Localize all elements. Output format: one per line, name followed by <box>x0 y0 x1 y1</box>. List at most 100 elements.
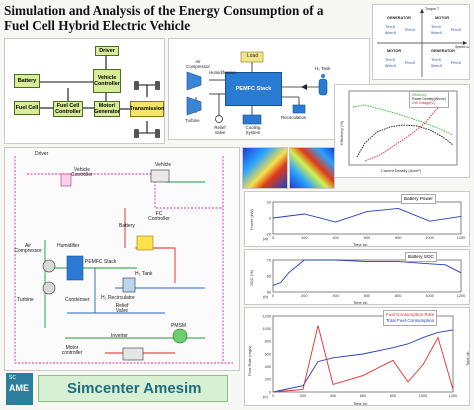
battery-block: Battery <box>14 74 40 88</box>
x-tick-label: 1000 <box>425 294 433 298</box>
compressor-symbol <box>186 71 202 91</box>
fuel-cell-block: Fuel Cell <box>14 101 40 115</box>
x-tick-label: 400 <box>332 294 338 298</box>
cooling-system-label: Cooling System <box>245 125 261 135</box>
plot-frame <box>272 259 462 293</box>
series-line <box>272 259 462 287</box>
amesim-schematic-panel: Driver Vehicle Controller Vehicle FC Con… <box>4 147 240 371</box>
quadrant-tl-speed: Wm>0 <box>385 31 397 35</box>
plot-frame <box>272 315 454 393</box>
y-tick-label: 0 <box>269 390 271 394</box>
fuel-panel-label: (c) <box>263 394 268 399</box>
amesim-wiring <box>14 156 233 364</box>
polarization-ylabel: Efficiency (%) <box>339 120 344 145</box>
cell-voltage-curve <box>364 100 446 162</box>
legend-power-density: Power Density(W/cm²) <box>412 97 446 102</box>
pemfc-stack-block: PEMFC Stack <box>225 72 282 106</box>
relief-valve-label: Relief Valve <box>214 125 226 135</box>
y-tick-label: 200 <box>265 378 271 382</box>
vehicle-controller-block: Vehicle Controller <box>93 69 121 93</box>
quadrant-tr-speed: Wm>0 <box>431 31 443 35</box>
battery-soc-xlabel: Time (s) <box>353 300 368 305</box>
quadrant-br-torque: Tm>0 <box>431 58 441 62</box>
polarization-panel: Efficiency Power Density(W/cm²) Cell Vol… <box>334 84 470 178</box>
quadrant-x-label: Speed ω <box>455 45 470 49</box>
y-tick-label: 70 <box>267 258 271 262</box>
fuel-ylabel-left: Flow Rate (mg/s) <box>247 345 252 376</box>
battery-soc-legend: Battery SOC <box>405 252 437 262</box>
block-diagram-wires <box>40 56 160 138</box>
simcenter-brand: SC AME Simcenter Amesim <box>6 373 228 405</box>
x-tick-label: 800 <box>390 394 396 398</box>
x-tick-label: 1000 <box>419 394 427 398</box>
turbine-label: Turbine <box>185 118 200 123</box>
amesim-turbine-label: Turbine <box>17 297 34 303</box>
quadrant-tl-power: Pm<0 <box>405 28 416 32</box>
quadrant-tl-torque: Tm<0 <box>385 25 395 29</box>
battery-soc-panel-label: (b) <box>263 294 268 299</box>
amesim-battery-label: Battery <box>119 223 135 229</box>
x-tick-label: 800 <box>395 294 401 298</box>
x-tick-label: 400 <box>332 236 338 240</box>
x-tick-label: 200 <box>301 236 307 240</box>
driver-block: Driver <box>95 46 119 56</box>
y-tick-label: 65 <box>267 274 271 278</box>
x-tick-label: 0 <box>272 394 274 398</box>
amesim-pmsm-label: PMSM <box>171 323 186 329</box>
quadrant-tl-title: GENERATOR <box>387 16 411 20</box>
y-tick-label: 20 <box>267 200 271 204</box>
power-density-curve <box>356 124 454 158</box>
humidification-label: Humidification <box>209 70 237 75</box>
series-line <box>272 207 462 223</box>
amesim-motor-controller-label: Motor controller <box>61 345 83 356</box>
y-tick-label: 0 <box>269 216 271 220</box>
fuel-legend: Fuel Consumption Rate Total Fuel Consump… <box>383 310 438 326</box>
quadrant-tr-title: MOTOR <box>435 16 450 20</box>
battery-power-ylabel: Power (kW) <box>249 209 254 230</box>
x-tick-label: 800 <box>395 236 401 240</box>
x-tick-label: 600 <box>364 236 370 240</box>
amesim-h2-tank-label: H₂ Tank <box>135 271 153 277</box>
ame-badge-top: SC <box>9 375 16 381</box>
y-tick-label: 1000 <box>263 327 271 331</box>
recirculation-label: Recirculation <box>281 115 307 120</box>
amesim-air-compressor-label: Air Compressor <box>14 243 42 254</box>
heatmap-1 <box>242 147 288 189</box>
quadrant-y-label: Torque T <box>425 7 440 11</box>
polarization-xlabel: Current Density (A/cm²) <box>381 169 421 173</box>
amesim-pemfc-stack-label: PEMFC Stack <box>85 259 117 265</box>
quadrant-panel: Torque T Speed ω GENERATOR Tm<0 Wm>0 Pm<… <box>372 4 470 80</box>
quadrant-bl-power: Pm>0 <box>405 61 416 65</box>
efficiency-curve <box>352 104 454 136</box>
amesim-relief-valve-label: Relief Valve <box>115 303 129 314</box>
amesim-driver-label: Driver <box>35 151 49 157</box>
transmission-block: Transmission <box>130 101 164 117</box>
quadrant-br-speed: Wm<0 <box>431 64 443 68</box>
polarization-plot <box>348 90 458 166</box>
brand-name: Simcenter Amesim <box>38 375 228 402</box>
quadrant-bl-title: MOTOR <box>387 49 402 53</box>
quadrant-br-title: GENERATOR <box>431 49 455 53</box>
amesim-components <box>42 169 188 361</box>
quadrant-bl-torque: Tm<0 <box>385 58 395 62</box>
series-line <box>272 325 454 393</box>
quadrant-bl-speed: Wm<0 <box>385 64 397 68</box>
amesim-fc-controller-label: FC Controller <box>148 211 170 222</box>
amesim-vehicle-controller-label: Vehicle Controller <box>71 167 93 178</box>
quadrant-tr-power: Pm>0 <box>451 28 462 32</box>
system-diagram-pipes <box>186 51 328 125</box>
x-tick-label: 0 <box>272 294 274 298</box>
amesim-condenser-label: Condenser <box>65 297 90 303</box>
ame-badge: SC AME <box>6 373 33 405</box>
x-tick-label: 400 <box>330 394 336 398</box>
polarization-legend: Efficiency Power Density(W/cm²) Cell Vol… <box>409 91 449 108</box>
y-tick-label: 400 <box>265 365 271 369</box>
air-compressor-label: Air Compressor <box>186 59 210 69</box>
x-tick-label: 600 <box>364 294 370 298</box>
x-tick-label: 1200 <box>457 236 465 240</box>
x-tick-label: 1200 <box>457 294 465 298</box>
